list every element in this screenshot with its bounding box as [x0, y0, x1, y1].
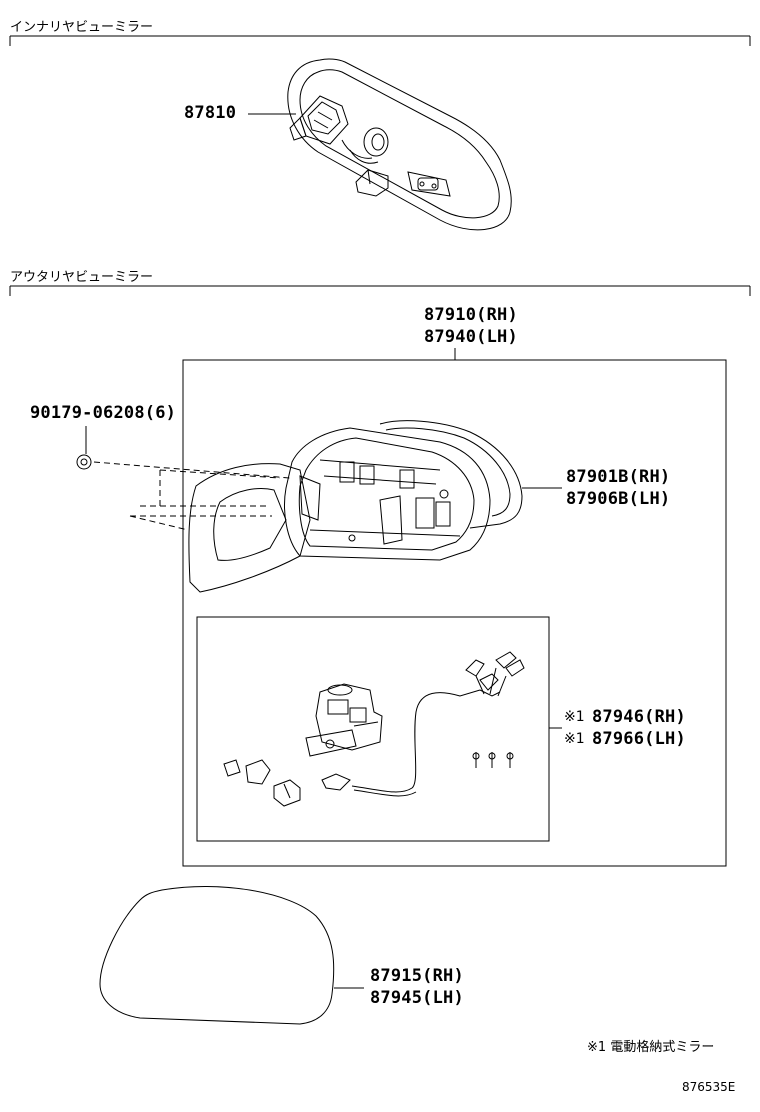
- footnote: ※1 電動格納式ミラー: [587, 1036, 714, 1055]
- retractor-box: [196, 616, 550, 842]
- part-number-inner-mirror[interactable]: 87810: [184, 103, 237, 123]
- section-title-outer-mirror: アウタリヤビューミラー: [10, 270, 154, 285]
- note-mark-retractor-rh: ※1: [564, 709, 585, 725]
- section-bracket-inner: [9, 35, 751, 46]
- mirror-glass-illustration: [99, 885, 335, 1025]
- note-mark-retractor-lh: ※1: [564, 731, 585, 747]
- assembly-box: [182, 359, 727, 867]
- footnote-text: 電動格納式ミラー: [610, 1040, 715, 1055]
- part-number-retractor-lh[interactable]: 87966(LH): [592, 729, 686, 749]
- inner-mirror-illustration: [287, 58, 512, 231]
- section-bracket-outer: [9, 285, 751, 296]
- screw-dash-lines: [93, 461, 291, 531]
- screw-illustration: [76, 426, 92, 470]
- part-number-mirror-glass-lh[interactable]: 87945(LH): [370, 988, 464, 1008]
- figure-id: 876535E: [682, 1080, 736, 1094]
- part-number-outer-assy-rh[interactable]: 87910(RH): [424, 305, 518, 325]
- part-number-mirror-glass-rh[interactable]: 87915(RH): [370, 966, 464, 986]
- part-number-retractor-rh[interactable]: 87946(RH): [592, 707, 686, 727]
- retractor-illustration: [223, 651, 525, 807]
- part-number-outer-assy-lh[interactable]: 87940(LH): [424, 327, 518, 347]
- part-number-cover-lh[interactable]: 87906B(LH): [566, 489, 671, 509]
- part-number-cover-rh[interactable]: 87901B(RH): [566, 467, 671, 487]
- section-title-inner-mirror: インナリヤビューミラー: [10, 20, 154, 35]
- part-number-screw[interactable]: 90179-06208(6): [30, 403, 177, 423]
- footnote-mark: ※1: [587, 1040, 607, 1055]
- outer-mirror-illustration: [188, 420, 523, 593]
